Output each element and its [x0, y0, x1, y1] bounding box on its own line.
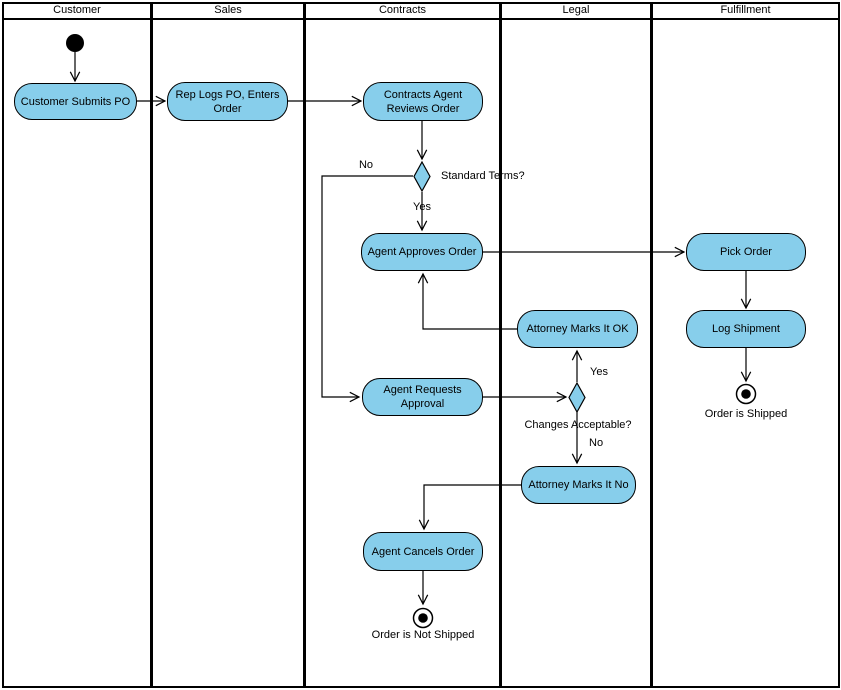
final-node-shipped[interactable] — [734, 382, 758, 406]
activity-contracts-agent-reviews[interactable]: Contracts Agent Reviews Order — [363, 82, 483, 121]
lane-divider-contracts-legal — [499, 2, 502, 688]
guard-label-changes-yes: Yes — [590, 366, 608, 378]
activity-attorney-marks-it-no[interactable]: Attorney Marks It No — [521, 466, 636, 504]
activity-attorney-marks-it-ok[interactable]: Attorney Marks It OK — [517, 310, 638, 348]
activity-customer-submits-po[interactable]: Customer Submits PO — [14, 83, 137, 120]
decision-label-changes-acceptable: Changes Acceptable? — [524, 419, 632, 431]
lane-header-fulfillment[interactable]: Fulfillment — [720, 4, 771, 16]
guard-label-standard-terms-yes: Yes — [413, 201, 431, 213]
activity-log-shipment[interactable]: Log Shipment — [686, 310, 806, 348]
lane-header-customer[interactable]: Customer — [53, 4, 101, 16]
lane-divider-sales-contracts — [303, 2, 306, 688]
final-node-not-shipped[interactable] — [411, 606, 435, 630]
lane-divider-customer-sales — [150, 2, 153, 688]
lane-header-legal[interactable]: Legal — [562, 4, 590, 16]
decision-changes-acceptable[interactable] — [568, 382, 586, 413]
activity-rep-logs-po-enters-order[interactable]: Rep Logs PO, Enters Order — [167, 82, 288, 121]
lane-divider-legal-fulfillment — [650, 2, 653, 688]
initial-node[interactable] — [66, 34, 84, 52]
terminator-label-order-shipped: Order is Shipped — [704, 408, 788, 420]
activity-agent-requests-approval[interactable]: Agent Requests Approval — [362, 378, 483, 416]
lane-header-separator — [2, 18, 840, 20]
activity-agent-cancels-order[interactable]: Agent Cancels Order — [363, 532, 483, 571]
activity-agent-approves-order[interactable]: Agent Approves Order — [361, 233, 483, 271]
decision-standard-terms[interactable] — [413, 161, 431, 192]
guard-label-standard-terms-no: No — [358, 159, 374, 171]
lane-header-sales[interactable]: Sales — [214, 4, 242, 16]
guard-label-changes-no: No — [589, 437, 604, 449]
lane-header-contracts[interactable]: Contracts — [378, 4, 427, 16]
decision-label-standard-terms: Standard Terms? — [441, 170, 525, 182]
terminator-label-order-not-shipped: Order is Not Shipped — [371, 629, 475, 641]
activity-pick-order[interactable]: Pick Order — [686, 233, 806, 271]
